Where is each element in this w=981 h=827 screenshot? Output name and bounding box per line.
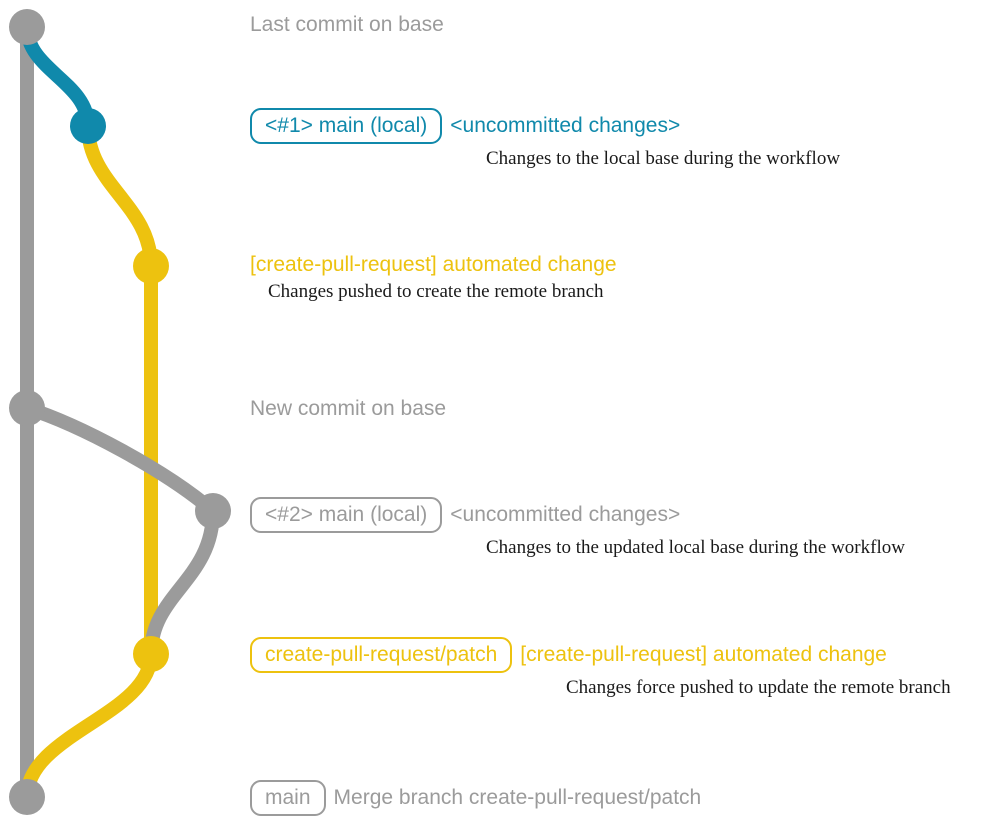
commit-row-header: [create-pull-request] automated change [250, 253, 617, 277]
commit-row: create-pull-request/patch [create-pull-re… [250, 637, 951, 699]
commit-subject: <uncommitted changes> [450, 503, 681, 526]
commit-row-header: Last commit on base [250, 13, 444, 37]
edge-local2-to-remote2 [144, 504, 220, 661]
commit-note: Changes to the local base during the wor… [486, 148, 841, 169]
commit-row: <#2> main (local) <uncommitted changes> Ch… [250, 497, 905, 559]
commit-row: main Merge branch create-pull-request/pat… [250, 780, 701, 816]
node-remote-2[interactable] [133, 636, 169, 672]
commit-subject: Last commit on base [250, 13, 444, 36]
node-base-head[interactable] [9, 9, 45, 45]
commit-subject: Merge branch create-pull-request/patch [333, 786, 702, 809]
commit-row-header: <#1> main (local) <uncommitted changes> [250, 108, 840, 144]
node-local-2[interactable] [195, 493, 231, 529]
commit-nodes [9, 9, 231, 815]
edge-local1-to-remote1 [81, 119, 158, 273]
commit-row-header: <#2> main (local) <uncommitted changes> [250, 497, 905, 533]
commit-row: <#1> main (local) <uncommitted changes> Ch… [250, 108, 840, 170]
edge-remote2-to-merge [20, 647, 158, 804]
commit-note: Changes pushed to create the remote bran… [268, 281, 604, 302]
branch-ref-pill[interactable]: <#2> main (local) [250, 497, 443, 533]
commit-row-header: create-pull-request/patch [create-pull-re… [250, 637, 951, 673]
branch-ref-pill[interactable]: <#1> main (local) [250, 108, 443, 144]
commit-row: Last commit on base [250, 13, 444, 37]
branch-ref-pill[interactable]: create-pull-request/patch [250, 637, 513, 673]
commit-subject: <uncommitted changes> [450, 114, 681, 137]
node-remote-1[interactable] [133, 248, 169, 284]
commit-subject: New commit on base [250, 397, 447, 420]
node-base-new[interactable] [9, 390, 45, 426]
commit-subject: [create-pull-request] automated change [250, 253, 617, 276]
commit-row-header: main Merge branch create-pull-request/pat… [250, 780, 701, 816]
node-local-1[interactable] [70, 108, 106, 144]
commit-row-header: New commit on base [250, 397, 446, 421]
edge-basenew-to-local2 [20, 401, 220, 518]
commit-subject: [create-pull-request] automated change [520, 643, 887, 666]
node-merge-commit[interactable] [9, 779, 45, 815]
commit-row: New commit on base [250, 397, 446, 421]
commit-note: Changes force pushed to update the remot… [566, 677, 951, 698]
commit-note: Changes to the updated local base during… [486, 537, 905, 558]
branch-ref-pill[interactable]: main [250, 780, 326, 816]
